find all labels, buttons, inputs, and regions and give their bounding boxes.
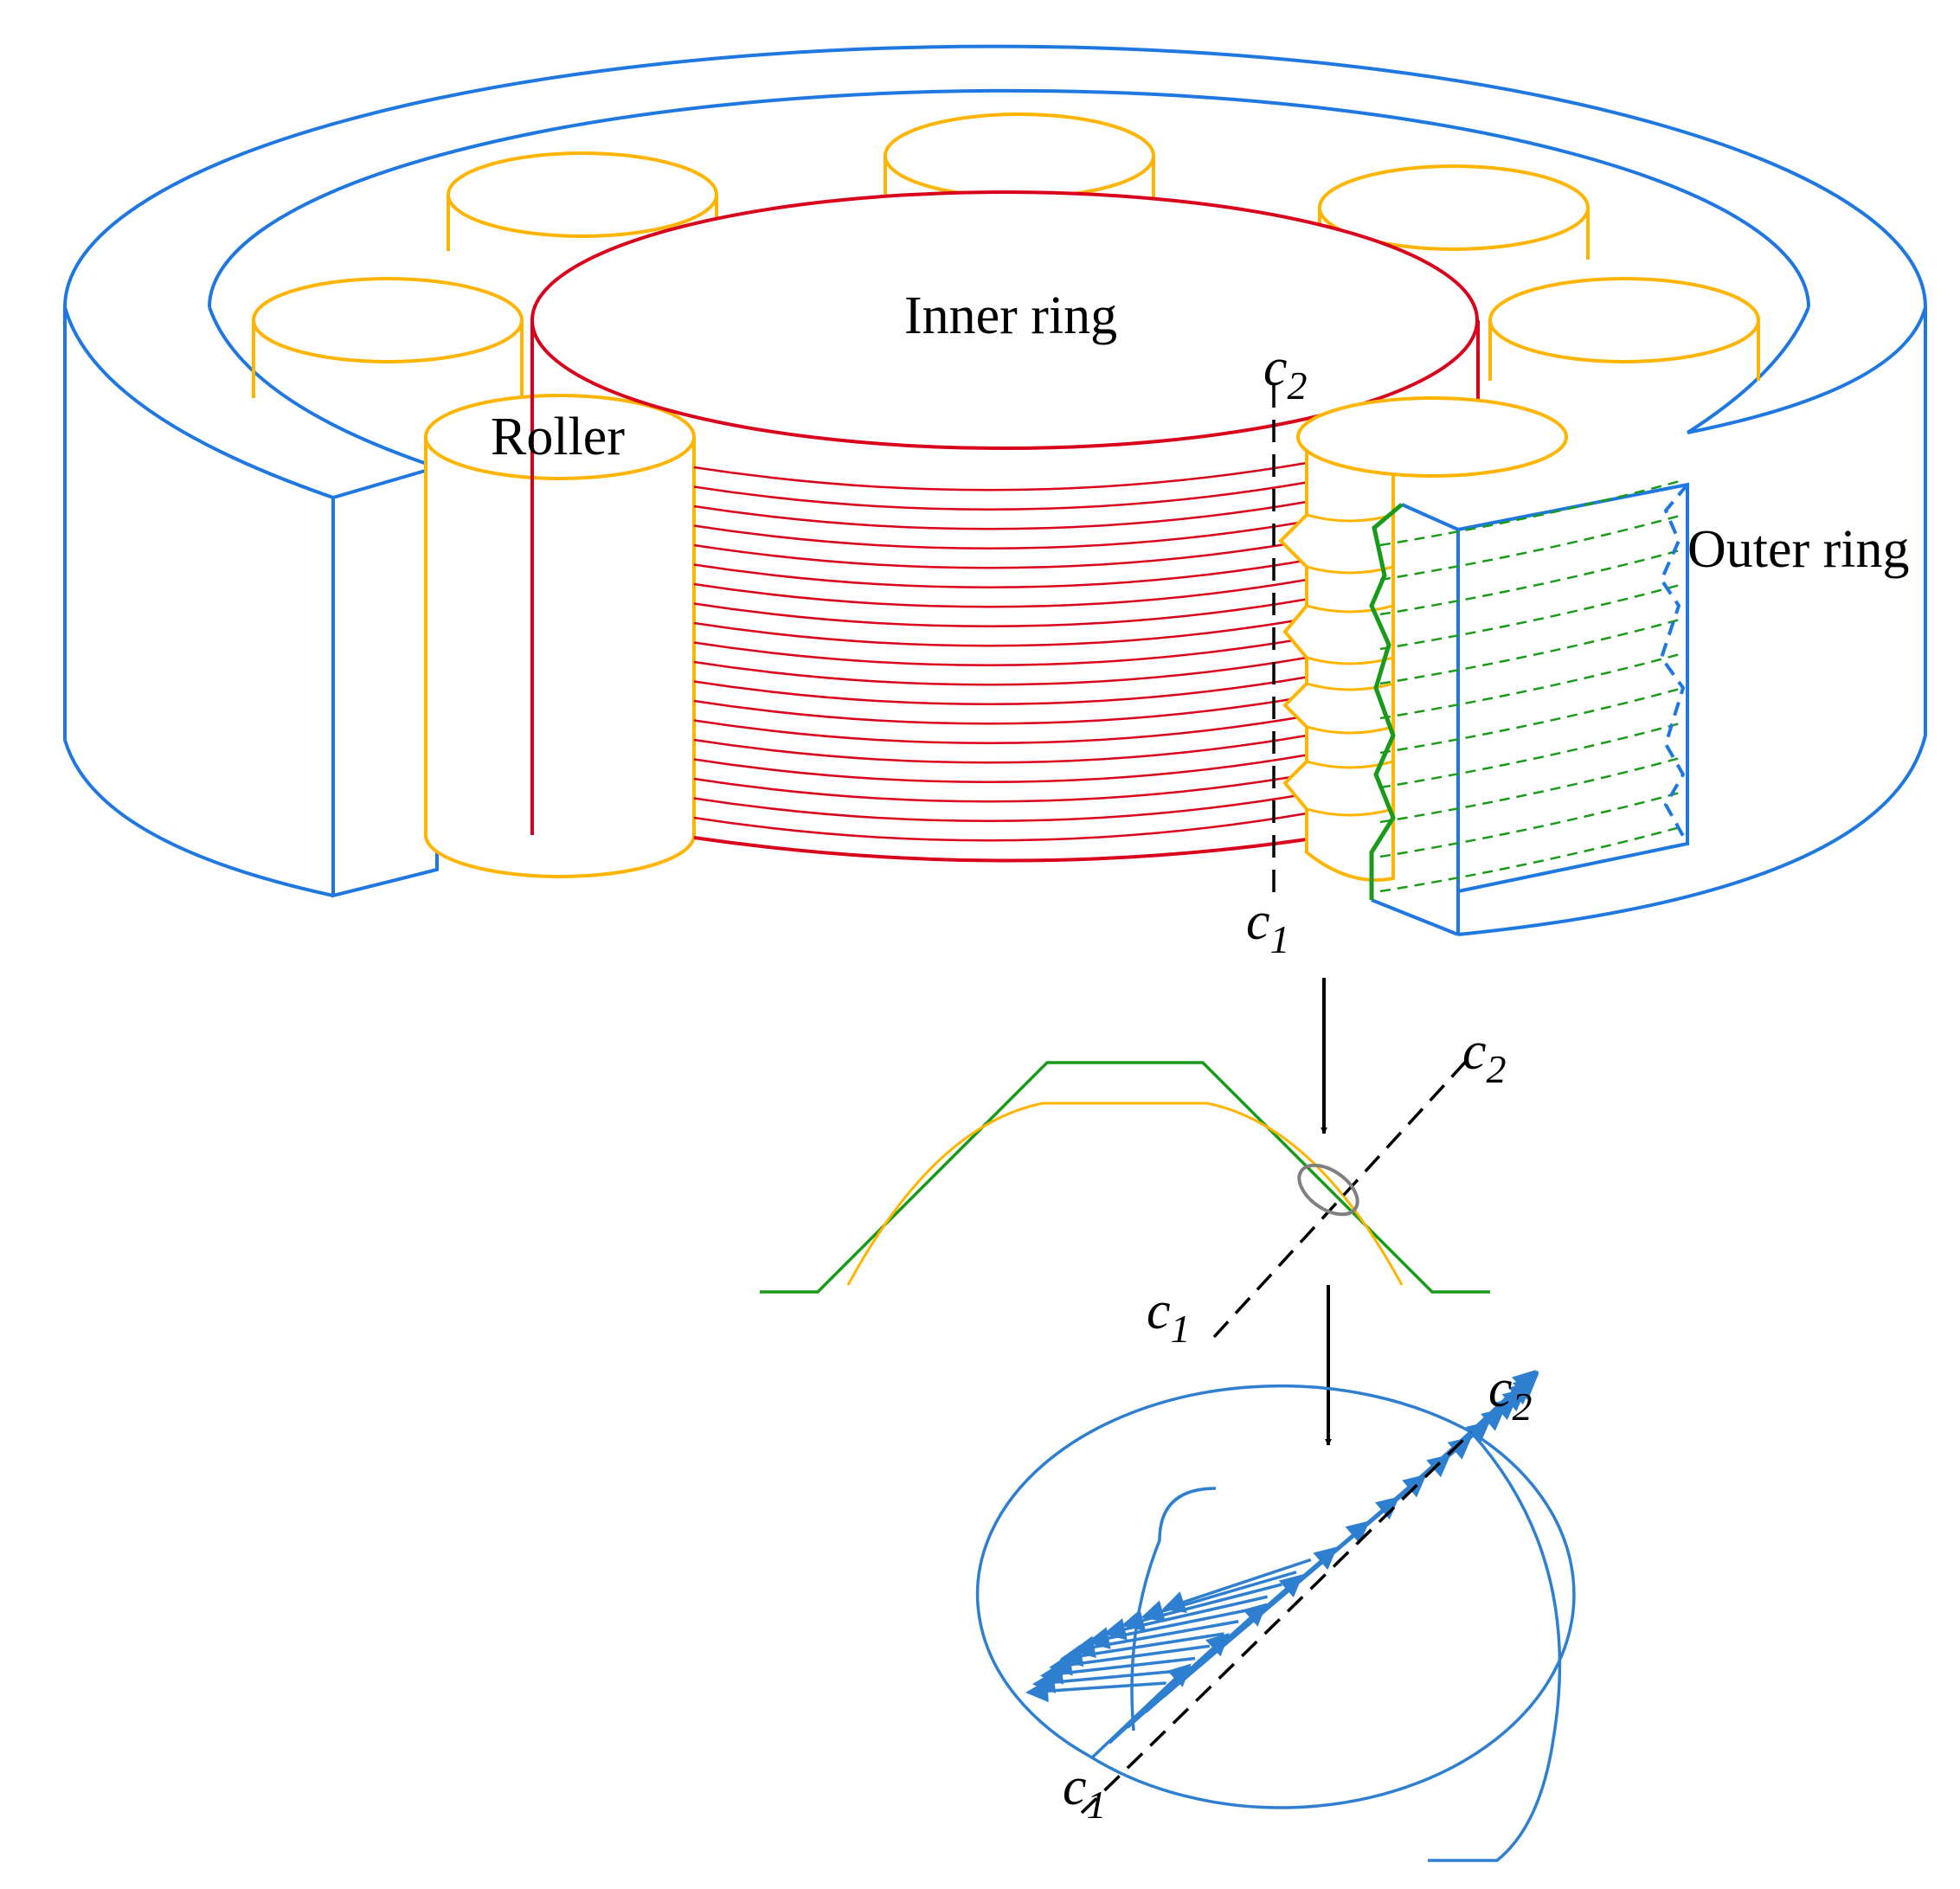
- inner-ring-groove: [693, 812, 1308, 842]
- c1-label-top: c1: [1246, 892, 1290, 961]
- roller-band: [1306, 682, 1394, 691]
- raceway-dash: [1379, 479, 1684, 547]
- contact-ellipse: [1297, 1163, 1359, 1217]
- pressure-arrow-positive: [1089, 1663, 1192, 1760]
- pressure-arrow-negative: [1039, 1656, 1196, 1685]
- inner-ring-groove: [693, 656, 1308, 686]
- inner-ring-groove: [693, 754, 1308, 784]
- raceway-dash: [1379, 790, 1684, 858]
- c2-label-bottom: c2: [1488, 1359, 1533, 1429]
- roller-band: [1306, 807, 1394, 817]
- roller-front-right: [1278, 396, 1568, 882]
- pressure-arrow-negative: [1102, 1595, 1269, 1641]
- inner-ring-groove: [693, 559, 1308, 589]
- inner-ring-groove: [693, 637, 1308, 667]
- c2-label-top: c2: [1263, 338, 1308, 408]
- raceway-dash: [1379, 582, 1684, 651]
- inner-ring-groove: [693, 539, 1308, 569]
- c1-label-mid: c1: [1147, 1282, 1191, 1351]
- raceway-dash: [1379, 721, 1684, 789]
- raceway-dash: [1379, 513, 1684, 581]
- inner-ring-groove: [693, 598, 1308, 628]
- pressure-arrow-positive: [1108, 1633, 1230, 1744]
- roller-label: Roller: [491, 408, 625, 466]
- inner-ring-groove: [693, 481, 1308, 511]
- raceway-dash: [1379, 755, 1684, 824]
- pressure-arrow-negative: [1059, 1632, 1224, 1667]
- inner-ring: [530, 190, 1480, 863]
- raceway-dash: [1379, 686, 1684, 755]
- section-line-top: c2 c1: [1246, 338, 1308, 961]
- pressure-arrow-negative: [1162, 1558, 1312, 1613]
- c2-label-mid: c2: [1462, 1022, 1507, 1091]
- raceway-dash: [1379, 825, 1684, 893]
- inner-ring-label: Inner ring: [904, 286, 1117, 345]
- outer-raceway-section: [1369, 479, 1689, 900]
- raceway-dash: [1379, 548, 1684, 616]
- outer-ring: [63, 44, 1927, 936]
- roller-side-right: [1488, 277, 1760, 381]
- pressure-arrow-negative: [1121, 1583, 1282, 1632]
- roller-back-left: [447, 151, 718, 251]
- raceway-dash: [1379, 652, 1684, 720]
- pressure-arrow-negative: [1031, 1669, 1181, 1693]
- pressure-arrow-negative: [1086, 1607, 1254, 1649]
- inner-ring-groove: [693, 695, 1308, 725]
- pressure-arrow-negative: [1141, 1571, 1297, 1622]
- inner-ring-groove: [693, 773, 1308, 803]
- raceway-dash: [1379, 617, 1684, 685]
- pressure-arrow-negative: [1049, 1644, 1210, 1676]
- roller-side-left: [252, 277, 524, 398]
- pressure-distribution: c2 c1: [975, 1359, 1576, 1862]
- inner-ring-groove: [693, 676, 1308, 706]
- c1-label-bottom: c1: [1063, 1757, 1107, 1827]
- inner-ring-groove: [693, 715, 1308, 745]
- roller-band: [1306, 725, 1394, 735]
- outer-ring-label: Outer ring: [1687, 520, 1910, 579]
- contact-profile: c2 c1: [760, 1022, 1507, 1351]
- roller-front-left: [424, 394, 696, 878]
- inner-ring-groove: [693, 520, 1308, 550]
- inner-ring-groove: [693, 461, 1308, 492]
- inner-ring-groove: [693, 500, 1308, 530]
- roller-band: [1306, 760, 1394, 769]
- pressure-arrow-negative: [1025, 1680, 1166, 1703]
- roller-band: [1306, 604, 1394, 614]
- inner-ring-groove: [693, 793, 1308, 823]
- inner-ring-groove: [693, 734, 1308, 764]
- inner-ring-groove: [693, 617, 1308, 647]
- inner-ring-groove: [693, 578, 1308, 608]
- pressure-arrow-negative: [1071, 1620, 1239, 1659]
